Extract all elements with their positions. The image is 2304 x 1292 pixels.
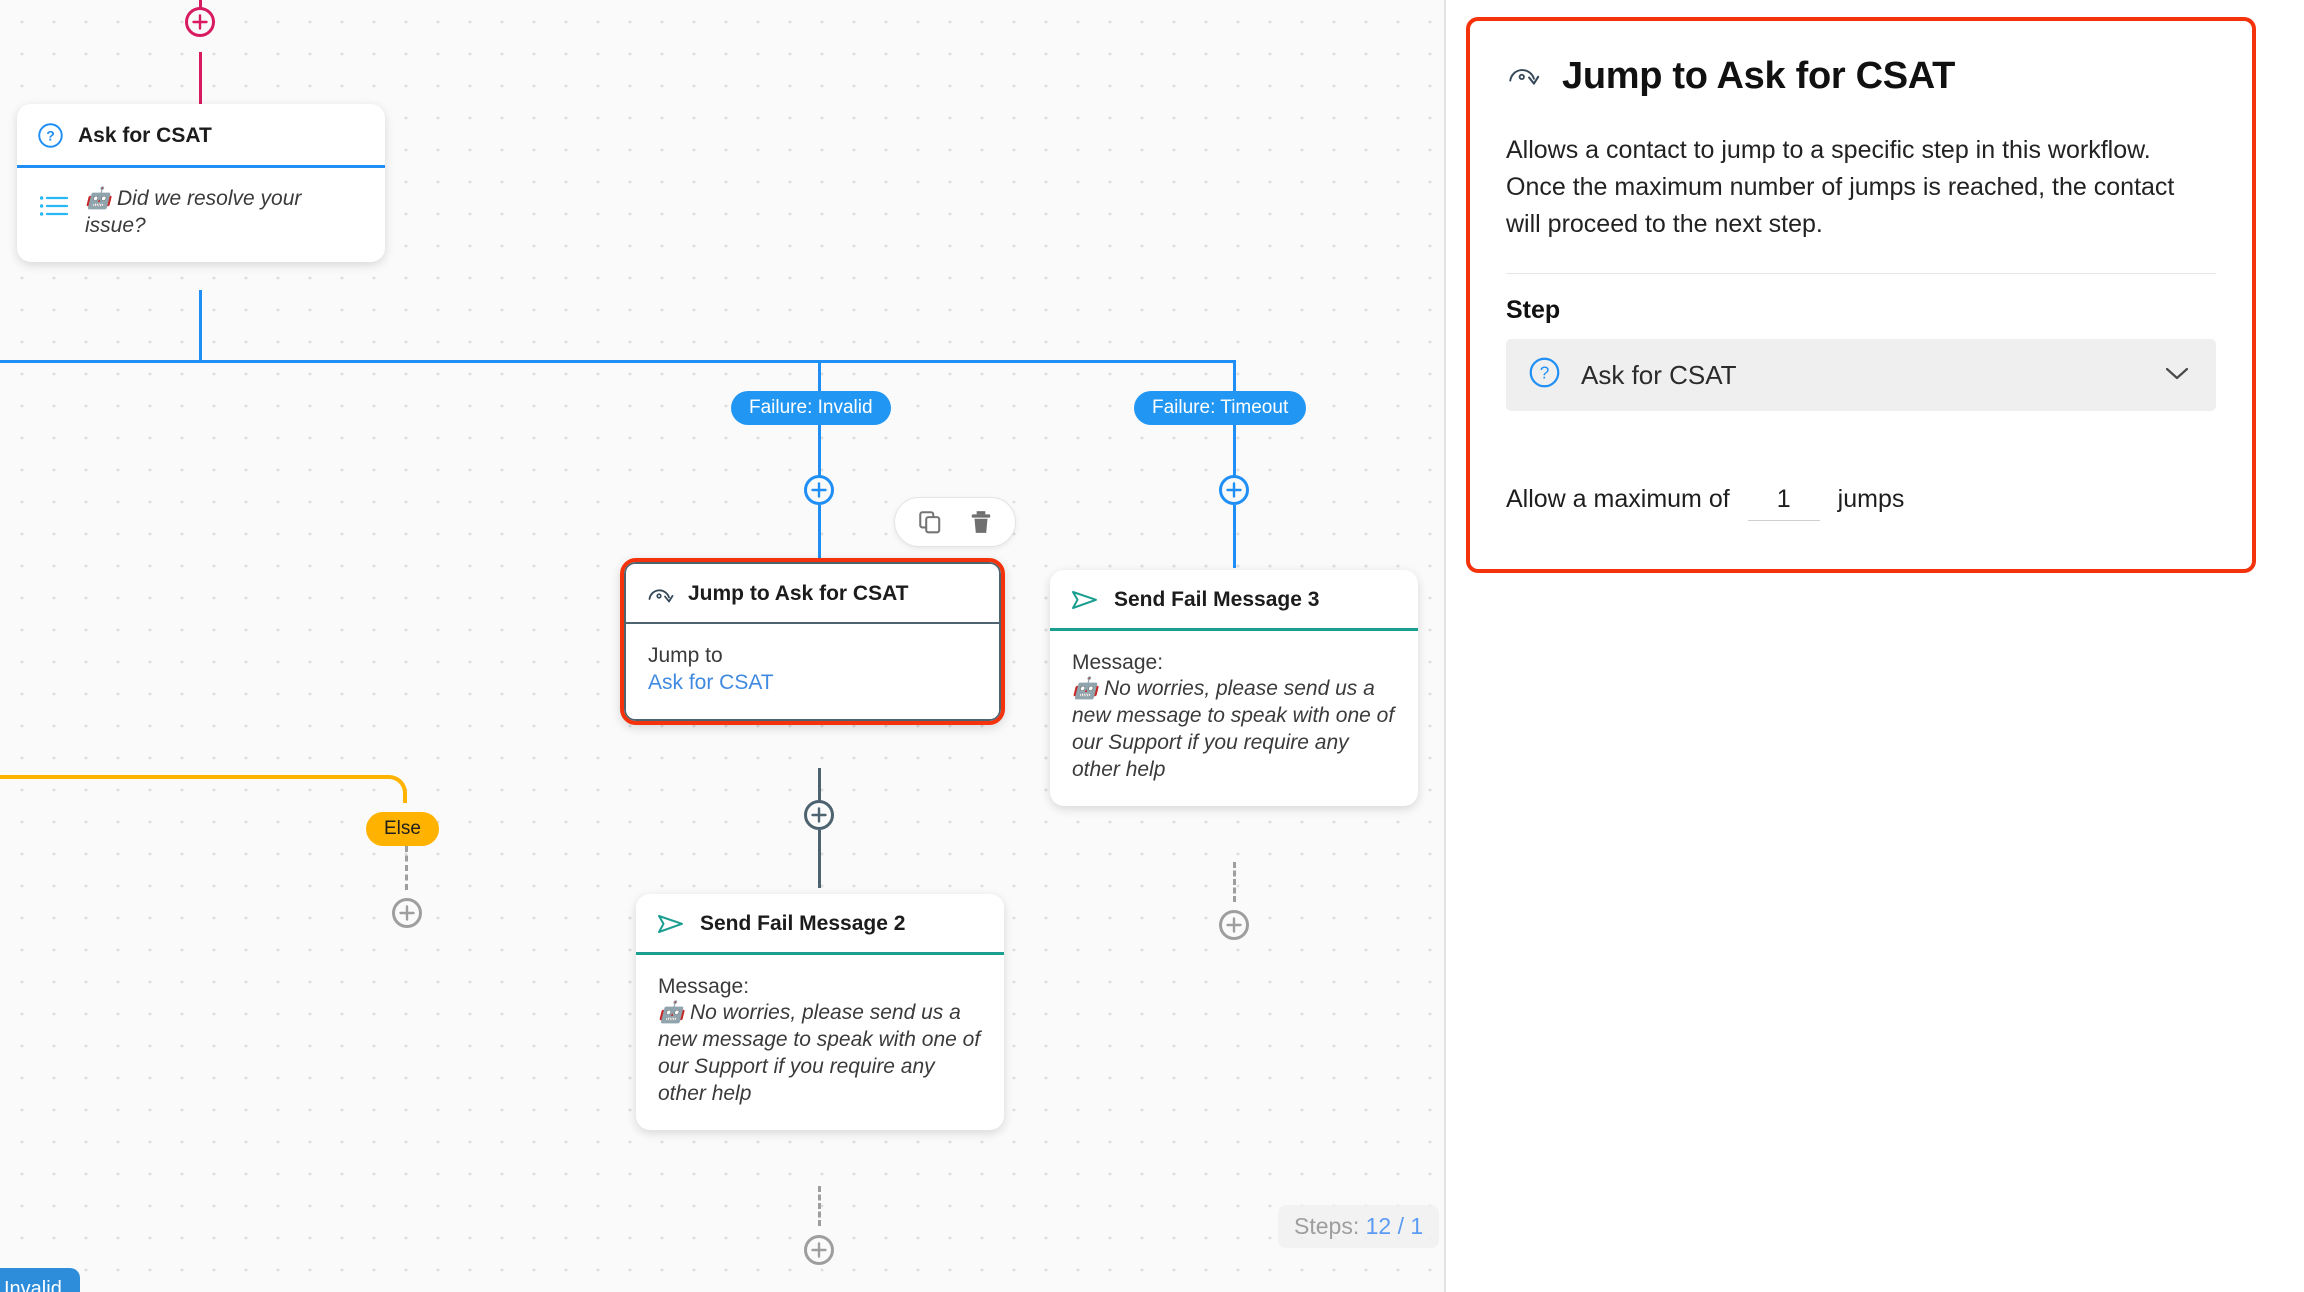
node-title: Ask for CSAT — [78, 123, 212, 147]
workflow-canvas[interactable]: ? Ask for CSAT 🤖 Did we — [0, 0, 1445, 1292]
node-title: Send Fail Message 3 — [1114, 588, 1320, 611]
node-body: Jump to Ask for CSAT — [626, 624, 999, 719]
node-header: Send Fail Message 3 — [1050, 570, 1418, 628]
node-header: Send Fail Message 2 — [636, 894, 1004, 952]
add-step-button-timeout[interactable] — [1219, 475, 1249, 505]
question-circle-icon: ? — [1528, 356, 1561, 394]
add-step-button-after-msg3[interactable] — [1219, 910, 1249, 940]
inspector-divider — [1506, 273, 2216, 274]
edge-blue-timeout-bot — [1233, 505, 1236, 568]
max-jumps-suffix: jumps — [1837, 485, 1905, 513]
chevron-down-icon[interactable] — [2164, 365, 2190, 386]
node-header: ? Ask for CSAT — [17, 104, 385, 165]
inspector-header: Jump to Ask for CSAT — [1506, 55, 2216, 98]
node-title: Jump to Ask for CSAT — [688, 582, 909, 605]
jump-to-target[interactable]: Ask for CSAT — [648, 671, 774, 695]
edge-slate-jump-down — [818, 768, 821, 812]
plus-icon — [1226, 482, 1242, 498]
plus-icon — [1226, 917, 1242, 933]
edge-dashed-after-msg3 — [1233, 862, 1236, 902]
send-icon — [656, 912, 686, 936]
node-hover-toolbar[interactable] — [894, 497, 1016, 547]
max-jumps-prefix: Allow a maximum of — [1506, 485, 1730, 513]
edge-slate-jump-down-2 — [818, 830, 821, 888]
svg-text:?: ? — [46, 128, 55, 144]
list-icon — [39, 186, 69, 223]
node-body: Message: 🤖 No worries, please send us a … — [636, 955, 1004, 1130]
plus-icon — [399, 905, 415, 921]
step-select[interactable]: ? Ask for CSAT — [1506, 339, 2216, 411]
edge-blue-timeout-mid — [1233, 425, 1236, 488]
node-accent-rule — [636, 952, 1004, 955]
jump-icon — [1506, 61, 1540, 93]
inspector-description: Allows a contact to jump to a specific s… — [1506, 136, 2175, 238]
add-step-button-top[interactable] — [185, 7, 215, 37]
canvas-panel-divider — [1444, 0, 1446, 1292]
add-step-button-after-jump[interactable] — [804, 800, 834, 830]
message-text: 🤖 No worries, please send us a new messa… — [1072, 677, 1395, 781]
node-body-text: 🤖 Did we resolve your issue? — [85, 187, 302, 237]
edge-dashed-else — [405, 846, 408, 890]
edge-blue-timeout-top — [1233, 360, 1236, 404]
node-send-fail-message-3[interactable]: Send Fail Message 3 Message: 🤖 No worrie… — [1050, 570, 1418, 806]
plus-icon — [811, 482, 827, 498]
node-accent-rule — [17, 165, 385, 168]
message-label: Message: — [658, 975, 750, 998]
branch-label-else[interactable]: Else — [366, 812, 439, 846]
step-inspector-panel: Jump to Ask for CSAT Allows a contact to… — [1466, 17, 2256, 573]
add-step-button-else[interactable] — [392, 898, 422, 928]
node-jump-to-ask-for-csat[interactable]: Jump to Ask for CSAT Jump to Ask for CSA… — [620, 558, 1005, 725]
edge-blue-invalid-mid — [818, 425, 821, 488]
plus-icon — [811, 807, 827, 823]
branch-label-failure-invalid[interactable]: Failure: Invalid — [731, 391, 891, 425]
node-ask-for-csat[interactable]: ? Ask for CSAT 🤖 Did we — [17, 104, 385, 262]
duplicate-icon[interactable] — [917, 509, 943, 535]
step-select-value: Ask for CSAT — [1581, 359, 1737, 390]
jump-icon — [646, 583, 674, 605]
branch-label-text: Failure: Invalid — [749, 397, 873, 418]
node-accent-rule — [1050, 628, 1418, 631]
node-header: Jump to Ask for CSAT — [626, 564, 999, 622]
steps-counter-value: 12 / 1 — [1365, 1213, 1424, 1239]
plus-icon — [192, 14, 208, 30]
message-label: Message: — [1072, 651, 1164, 674]
branch-label-failure-timeout[interactable]: Failure: Timeout — [1134, 391, 1307, 425]
node-title: Send Fail Message 2 — [700, 912, 906, 935]
node-send-fail-message-2[interactable]: Send Fail Message 2 Message: 🤖 No worrie… — [636, 894, 1004, 1130]
edge-dashed-after-msg2 — [818, 1186, 821, 1226]
edge-blue-invalid-top — [818, 360, 821, 404]
branch-label-text: Else — [384, 818, 421, 839]
steps-counter-label: Steps: — [1294, 1213, 1360, 1239]
svg-text:?: ? — [1540, 363, 1550, 383]
message-text: 🤖 No worries, please send us a new messa… — [658, 1001, 981, 1105]
edge-blue-down — [199, 290, 202, 362]
send-icon — [1070, 588, 1100, 612]
plus-icon — [811, 1242, 827, 1258]
max-jumps-input[interactable] — [1747, 483, 1820, 521]
steps-counter: Steps: 12 / 1 — [1278, 1205, 1440, 1248]
validation-status-button[interactable]: Invalid — [0, 1268, 80, 1292]
validation-status-label: Invalid — [4, 1278, 62, 1292]
jump-to-label: Jump to — [648, 644, 723, 667]
max-jumps-row: Allow a maximum of jumps — [1506, 483, 2216, 521]
edge-amber-horizontal — [0, 775, 345, 779]
node-accent-rule — [626, 622, 999, 624]
edge-blue-invalid-bot — [818, 505, 821, 568]
question-circle-icon: ? — [37, 122, 64, 149]
add-step-button-after-msg2[interactable] — [804, 1235, 834, 1265]
node-body: Message: 🤖 No worries, please send us a … — [1050, 631, 1418, 806]
edge-crimson-top-2 — [199, 52, 202, 106]
delete-icon[interactable] — [969, 509, 993, 535]
step-field-label: Step — [1506, 296, 1561, 324]
edge-amber-elbow — [345, 775, 407, 803]
branch-label-text: Failure: Timeout — [1152, 397, 1289, 418]
add-step-button-invalid[interactable] — [804, 475, 834, 505]
edge-blue-bus — [0, 360, 1235, 363]
node-body: 🤖 Did we resolve your issue? — [17, 168, 385, 262]
inspector-title: Jump to Ask for CSAT — [1562, 55, 1956, 97]
